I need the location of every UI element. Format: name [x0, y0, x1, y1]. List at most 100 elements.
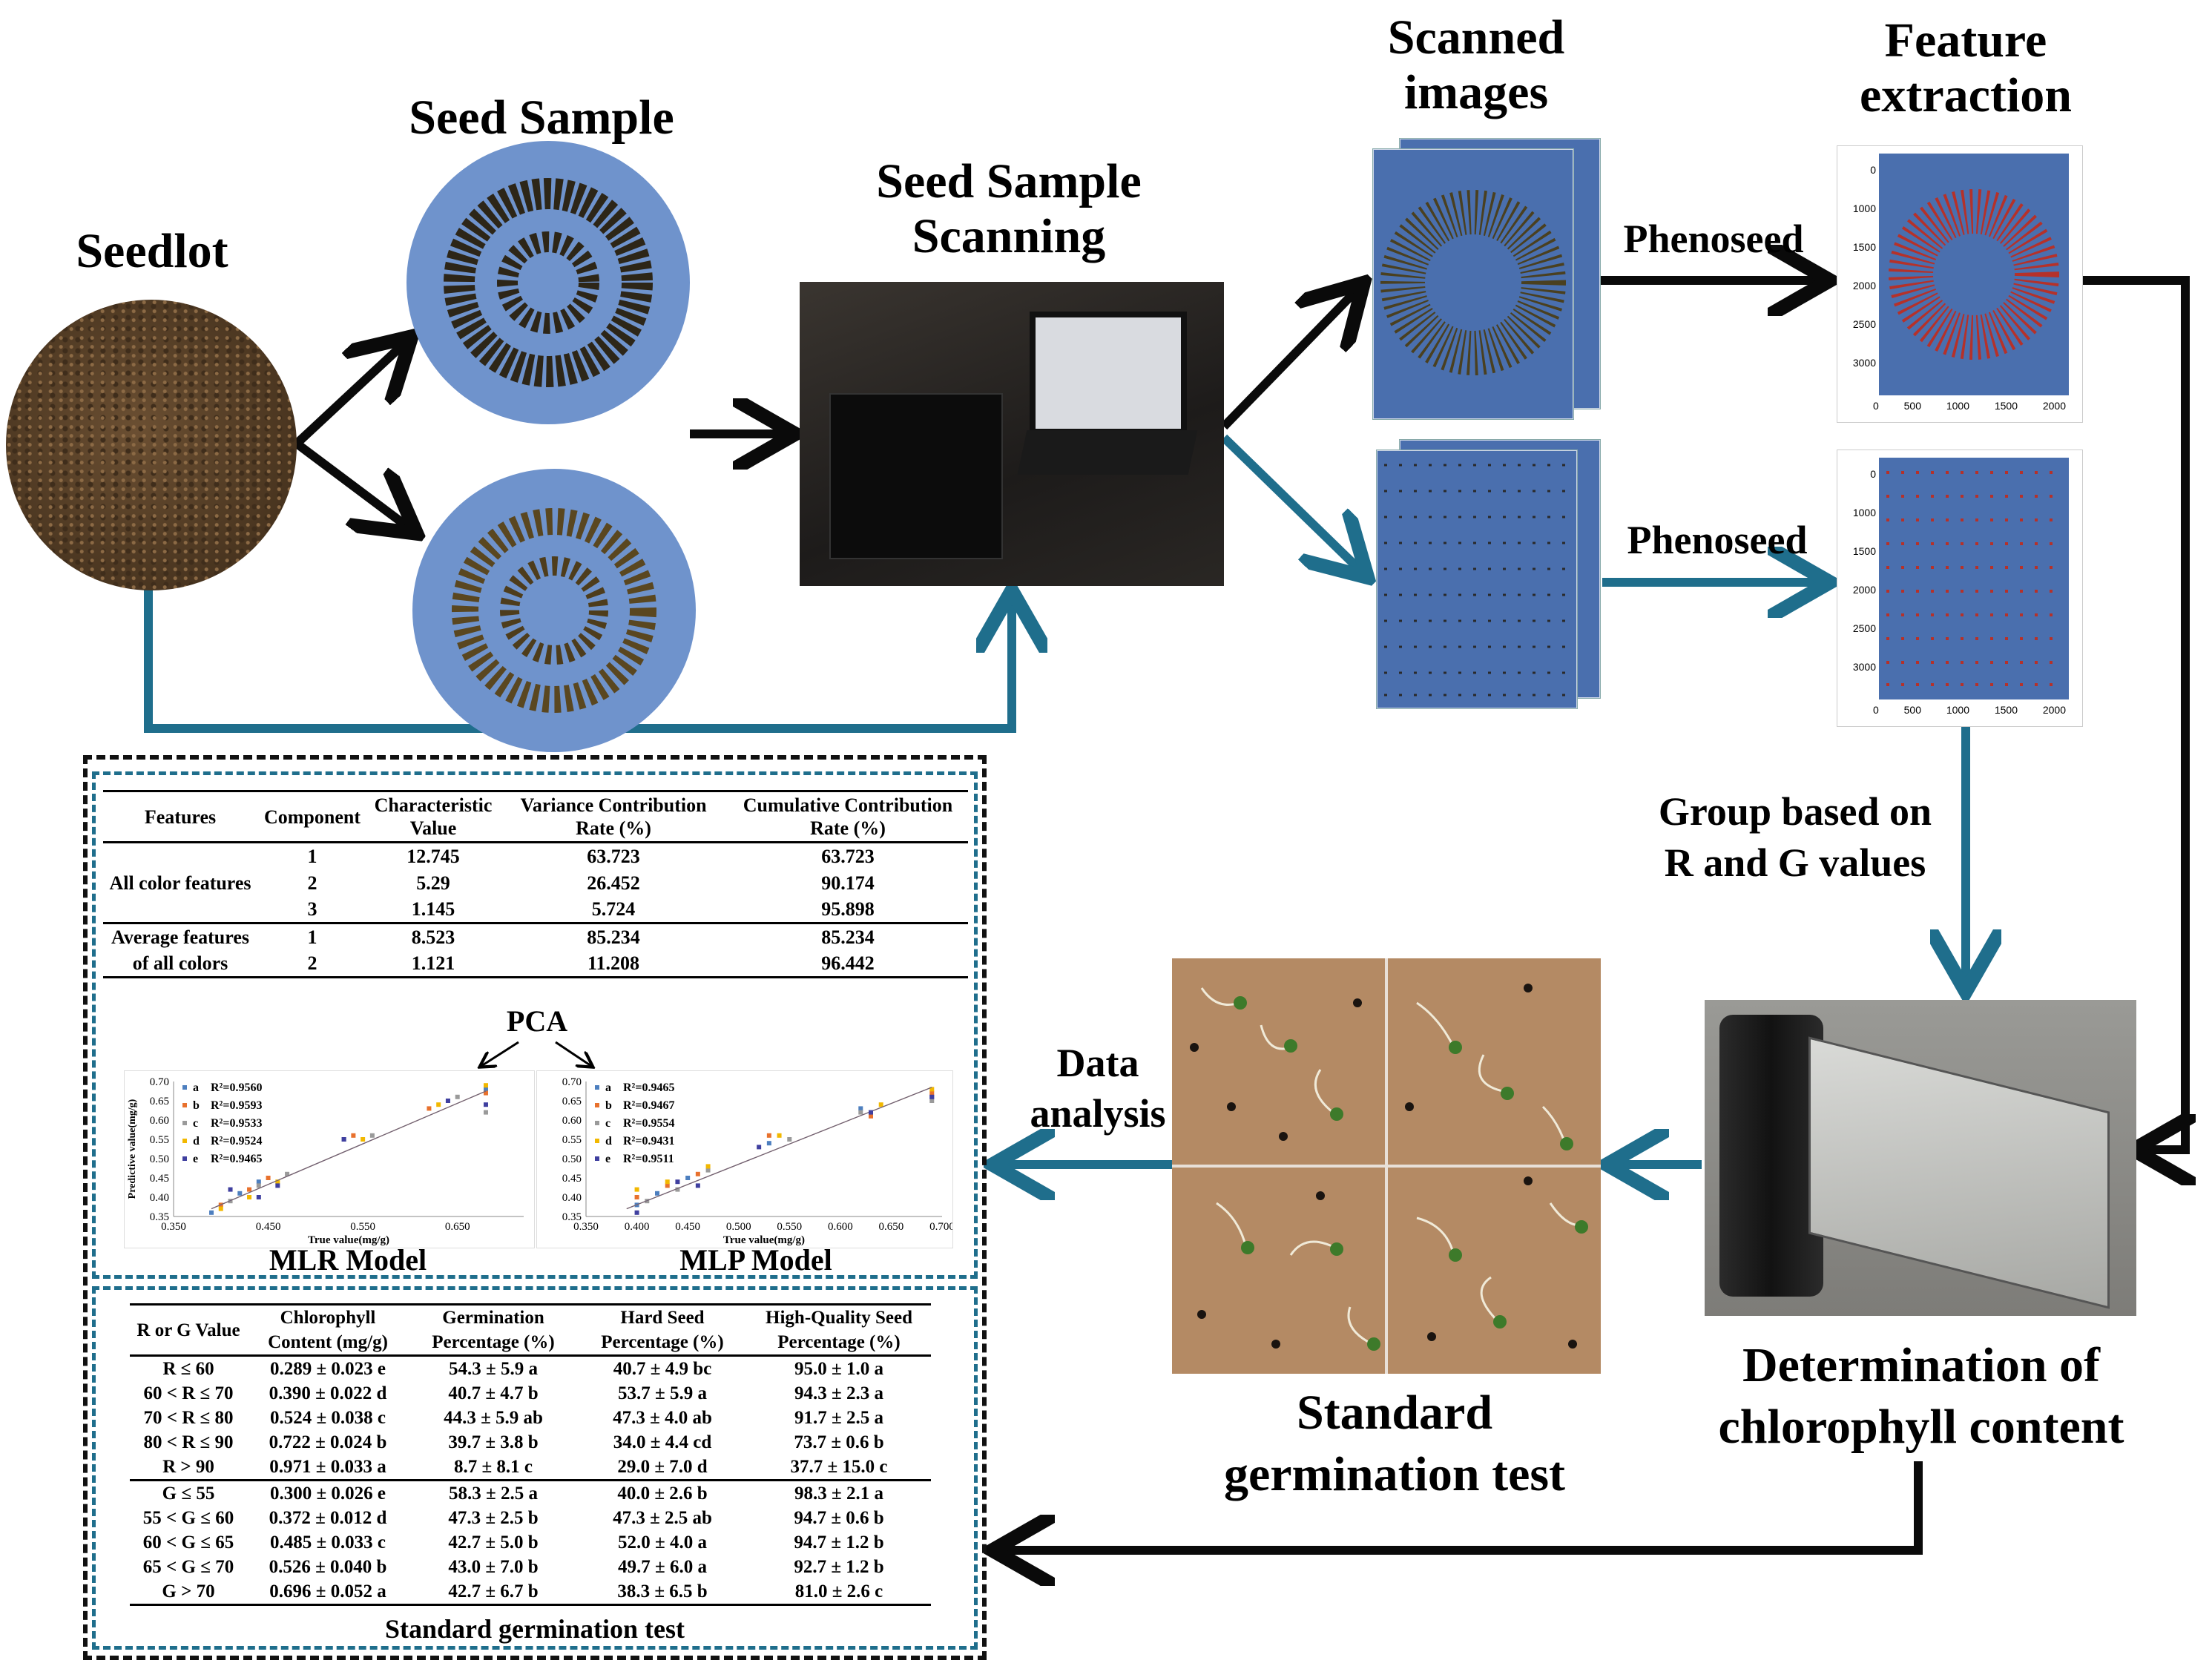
table-cell: 40.7 ± 4.9 bc: [613, 1359, 712, 1379]
data-point-c: [858, 1110, 863, 1115]
y-tick-label: 0.50: [562, 1153, 582, 1165]
x-axis-label: True value(mg/g): [308, 1234, 389, 1246]
table-cell: 81.0 ± 2.6 c: [794, 1581, 883, 1601]
table-cell: 0.300 ± 0.026 e: [269, 1484, 386, 1504]
data-point-a: [685, 1176, 691, 1180]
group-label: Group based on R and G values: [1632, 786, 1958, 889]
seed-sample-photo-dark: [406, 141, 690, 424]
data-point-b: [929, 1090, 935, 1096]
table-cell: 98.3 ± 2.1 a: [794, 1484, 883, 1504]
x-tick-label: 0.650: [879, 1221, 904, 1233]
table-cell: 0.372 ± 0.012 d: [269, 1508, 387, 1528]
table-cell: 0.722 ± 0.024 b: [269, 1432, 387, 1452]
table-cell: 37.7 ± 15.0 c: [790, 1457, 888, 1477]
table-cell: 73.7 ± 0.6 b: [794, 1432, 884, 1452]
legend-r2-e: R²=0.9465: [211, 1153, 262, 1165]
y-tick-label: 0.45: [562, 1173, 582, 1185]
pca-panel: Features Component Characteristic Value …: [92, 771, 978, 1279]
detected-seeds-bottom: [1886, 471, 2064, 686]
table-row: 2 5.29 26.452 90.174: [103, 870, 968, 896]
chloro-label-line2: chlorophyll content: [1718, 1399, 2124, 1454]
y-tick-label: 0.50: [150, 1153, 169, 1165]
table-cell: 65 < G ≤ 70: [142, 1557, 234, 1577]
data-point-a: [483, 1087, 488, 1092]
germination-panel: R or G Value Chlorophyll Content (mg/g) …: [92, 1286, 978, 1650]
dark-seed-ring: [444, 178, 653, 387]
data-point-d: [436, 1102, 441, 1107]
table-cell: 44.3 ± 5.9 ab: [444, 1408, 543, 1428]
table-cell: G > 70: [162, 1581, 215, 1601]
y-tick-label: 0.35: [150, 1211, 169, 1223]
pca-header-features: Features: [144, 806, 217, 828]
table-cell: 96.442: [821, 952, 875, 975]
data-point-d: [777, 1133, 782, 1138]
legend-name-b: b: [193, 1099, 200, 1112]
table-cell: 0.696 ± 0.052 a: [269, 1581, 386, 1601]
scanning-label: Seed Sample Scanning: [831, 154, 1187, 264]
table-cell: 8.523: [411, 926, 455, 948]
data-point-d: [361, 1137, 366, 1142]
legend-name-e: e: [193, 1153, 198, 1165]
pca-header-component: Component: [263, 806, 361, 828]
table-cell: 94.3 ± 2.3 a: [794, 1383, 883, 1403]
legend-r2-c: R²=0.9533: [211, 1117, 262, 1130]
table-row: of all colors 2 1.121 11.208 96.442: [103, 950, 968, 978]
light-seed-ring: [452, 508, 656, 713]
data-point-b: [351, 1133, 356, 1138]
detected-seeds-top: [1889, 189, 2059, 360]
data-label-line2: analysis: [1030, 1090, 1166, 1136]
table-cell: 1: [307, 846, 317, 868]
table-cell: 52.0 ± 4.0 a: [618, 1532, 707, 1553]
data-point-d: [247, 1195, 252, 1199]
table-cell: 0.485 ± 0.033 c: [269, 1532, 386, 1553]
table-cell: 95.898: [821, 898, 875, 920]
table-cell: 39.7 ± 3.8 b: [448, 1432, 539, 1452]
table-cell: 2: [307, 952, 317, 975]
meter-device: [1808, 1036, 2110, 1309]
legend-name-c: c: [193, 1117, 198, 1130]
scanning-label-line2: Scanning: [912, 208, 1106, 263]
table-cell: 55 < G ≤ 60: [142, 1508, 234, 1528]
table-cell: 1: [307, 926, 317, 948]
table-cell: 54.3 ± 5.9 a: [449, 1359, 538, 1379]
table-cell: 91.7 ± 2.5 a: [794, 1408, 883, 1428]
phenoseed-label-bottom: Phenoseed: [1627, 518, 1808, 562]
germination-table: R or G Value Chlorophyll Content (mg/g) …: [130, 1303, 931, 1606]
x-tick-label: 0.700: [929, 1221, 952, 1233]
data-point-e: [675, 1179, 680, 1185]
pca-group2-name-line2: of all colors: [132, 952, 228, 975]
arrow-scanning-to-scanned-top: [1220, 289, 1357, 430]
data-point-d: [634, 1187, 639, 1192]
legend-r2-d: R²=0.9524: [211, 1135, 262, 1148]
data-point-e: [445, 1099, 450, 1103]
legend-swatch-b: [595, 1103, 599, 1107]
data-point-b: [766, 1133, 771, 1138]
data-point-c: [285, 1171, 290, 1176]
chlorophyll-label: Determination of chlorophyll content: [1684, 1335, 2159, 1458]
data-point-b: [483, 1090, 488, 1096]
feature-extraction-label: Feature extraction: [1840, 13, 2092, 123]
data-point-e: [228, 1187, 233, 1192]
table-cell: 38.3 ± 6.5 b: [617, 1581, 708, 1601]
phenoseed-label-top: Phenoseed: [1623, 217, 1804, 261]
x-tick-label: 0.650: [445, 1221, 470, 1233]
x-tick-label: 0.350: [573, 1221, 599, 1233]
data-point-c: [705, 1168, 711, 1173]
legend-r2-e: R²=0.9511: [623, 1153, 674, 1165]
table-cell: 1.121: [411, 952, 455, 975]
table-cell: 0.971 ± 0.033 a: [269, 1457, 386, 1477]
data-point-c: [483, 1110, 488, 1115]
scanned-sheet-front-top: [1372, 148, 1574, 420]
legend-swatch-a: [182, 1085, 187, 1090]
data-point-b: [869, 1113, 873, 1119]
data-point-e: [634, 1210, 639, 1215]
y-axis-label: Predictive value(mg/g): [127, 1099, 138, 1199]
table-row: Average features 1 8.523 85.234 85.234: [103, 923, 968, 950]
